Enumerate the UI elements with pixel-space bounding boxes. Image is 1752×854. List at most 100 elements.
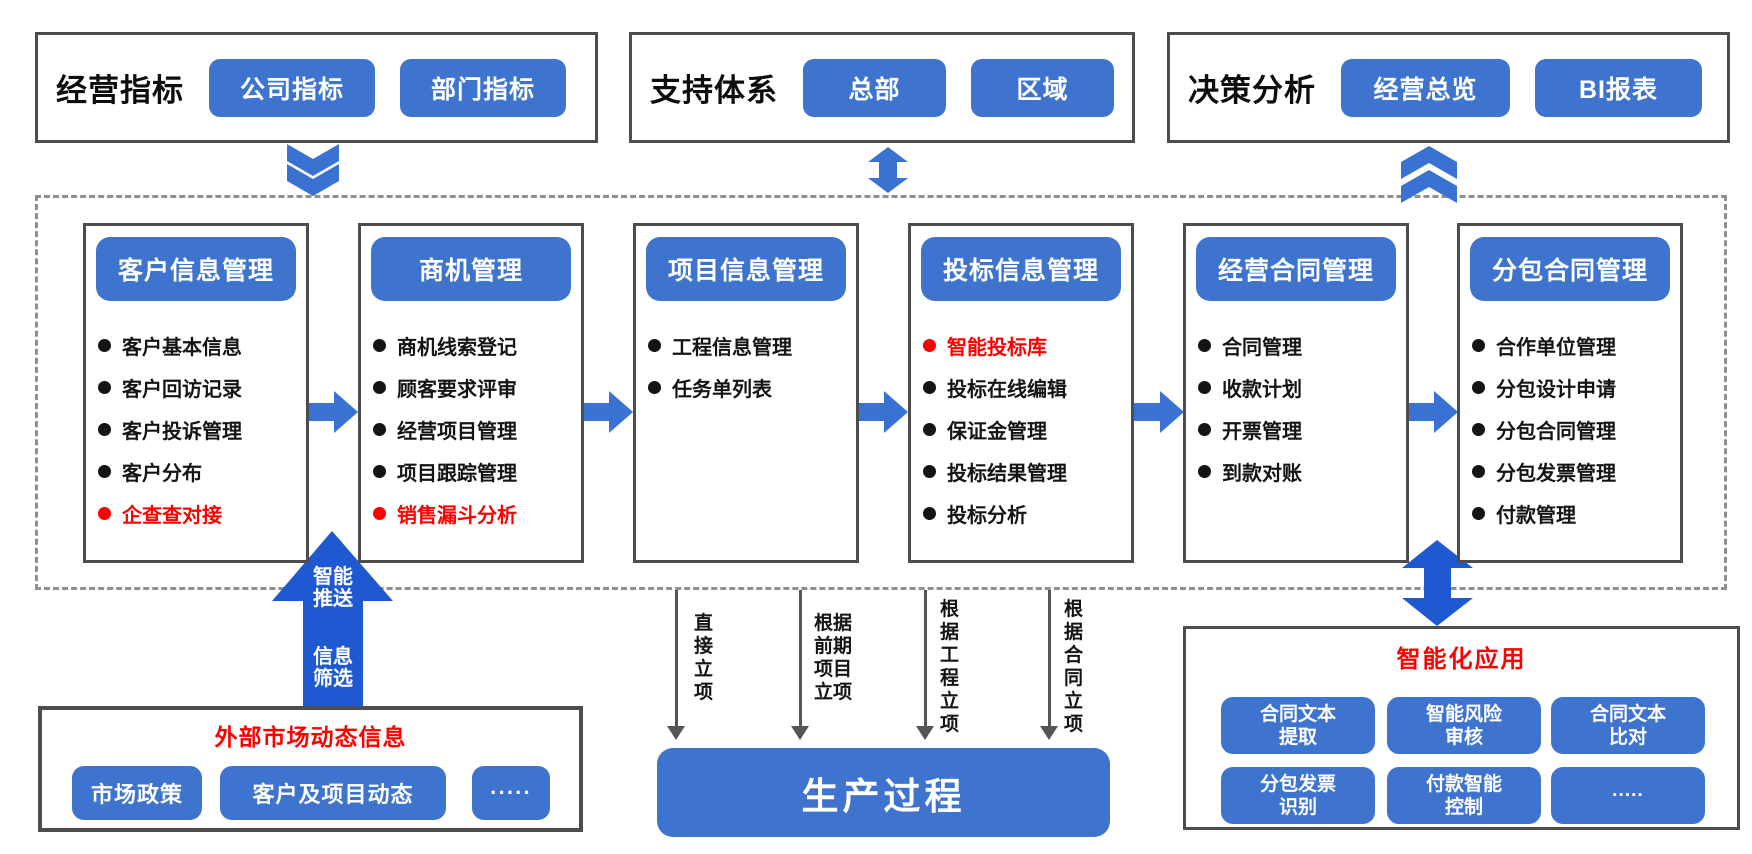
flow-right-arrow-icon <box>858 391 908 433</box>
button-contract-text-compare[interactable]: 合同文本 比对 <box>1551 697 1705 754</box>
button-line: 付款智能 <box>1425 773 1502 795</box>
panel-title: 支持体系 <box>650 73 778 108</box>
module-title: 投标信息管理 <box>921 237 1121 301</box>
button-line: ····· <box>1612 785 1644 806</box>
module-project-info: 项目信息管理 工程信息管理 任务单列表 <box>633 223 859 563</box>
module-item: 合同管理 <box>1198 324 1406 366</box>
button-region[interactable]: 区域 <box>971 58 1114 117</box>
module-item: 开票管理 <box>1198 408 1406 450</box>
core-process-container <box>35 195 1727 590</box>
bullet-icon <box>373 506 386 520</box>
flow-right-arrow-icon <box>583 391 633 433</box>
bullet-icon <box>1198 338 1211 352</box>
module-item: 付款管理 <box>1472 492 1680 534</box>
bullet-icon <box>923 464 936 478</box>
module-item: 分包合同管理 <box>1472 408 1680 450</box>
button-line: 合同文本 <box>1259 703 1336 725</box>
flow-right-arrow-icon <box>308 391 358 433</box>
module-business-contract: 经营合同管理 合同管理 收款计划 开票管理 到款对账 <box>1183 223 1409 563</box>
bullet-icon <box>1198 380 1211 394</box>
module-item: 经营项目管理 <box>373 408 581 450</box>
button-smart-payment-control[interactable]: 付款智能 控制 <box>1387 767 1541 824</box>
module-item: 客户分布 <box>98 450 306 492</box>
panel-support-system: 支持体系 总部 区域 <box>629 32 1135 143</box>
module-list: 智能投标库 投标在线编辑 保证金管理 投标结果管理 投标分析 <box>911 324 1131 534</box>
button-invoice-recognition[interactable]: 分包发票 识别 <box>1221 767 1375 824</box>
module-bidding-info: 投标信息管理 智能投标库 投标在线编辑 保证金管理 投标结果管理 投标分析 <box>908 223 1134 563</box>
bullet-icon <box>1198 422 1211 436</box>
updown-arrow-icon <box>868 147 908 193</box>
module-item: 客户基本信息 <box>98 324 306 366</box>
branch-label-contract: 根据合同立项 <box>1064 599 1084 735</box>
panel-business-indicators: 经营指标 公司指标 部门指标 <box>35 32 598 143</box>
push-arrow-label-bottom: 信息筛选 <box>313 646 353 690</box>
button-business-overview[interactable]: 经营总览 <box>1341 58 1510 117</box>
intelligent-apps-title: 智能化应用 <box>1396 646 1527 673</box>
module-list: 工程信息管理 任务单列表 <box>636 324 856 408</box>
module-title: 项目信息管理 <box>646 237 846 301</box>
button-smart-risk-review[interactable]: 智能风险 审核 <box>1387 697 1541 754</box>
module-item: 客户回访记录 <box>98 366 306 408</box>
bullet-icon <box>1198 464 1211 478</box>
button-more[interactable]: ····· <box>472 766 550 820</box>
bullet-icon <box>923 338 936 352</box>
bullet-icon <box>1472 464 1485 478</box>
module-item: 项目跟踪管理 <box>373 450 581 492</box>
module-item: 投标分析 <box>923 492 1131 534</box>
module-item: 保证金管理 <box>923 408 1131 450</box>
push-arrow-label-top: 智能推送 <box>313 566 353 610</box>
bullet-icon <box>923 380 936 394</box>
button-line: 分包发票 <box>1259 773 1336 795</box>
button-more[interactable]: ····· <box>1551 767 1705 824</box>
button-line: 合同文本 <box>1589 703 1666 725</box>
button-market-policy[interactable]: 市场政策 <box>72 766 202 820</box>
bullet-icon <box>373 380 386 394</box>
module-item-highlight: 企查查对接 <box>98 492 306 534</box>
panel-title: 决策分析 <box>1188 73 1316 108</box>
module-item: 商机线索登记 <box>373 324 581 366</box>
button-customer-project-news[interactable]: 客户及项目动态 <box>220 766 446 820</box>
bullet-icon <box>923 422 936 436</box>
bullet-icon <box>373 338 386 352</box>
module-item: 分包发票管理 <box>1472 450 1680 492</box>
external-market-title: 外部市场动态信息 <box>214 724 407 750</box>
panel-decision-analysis: 决策分析 经营总览 BI报表 <box>1167 32 1730 143</box>
module-list: 商机线索登记 顾客要求评审 经营项目管理 项目跟踪管理 销售漏斗分析 <box>361 324 581 534</box>
module-item-highlight: 销售漏斗分析 <box>373 492 581 534</box>
branch-label-direct: 直接立项 <box>694 613 714 703</box>
branch-arrow-engineering <box>916 590 934 740</box>
module-item: 收款计划 <box>1198 366 1406 408</box>
button-department-indicators[interactable]: 部门指标 <box>400 58 566 117</box>
bullet-icon <box>1472 506 1485 520</box>
production-process-box: 生产过程 <box>657 748 1110 837</box>
branch-arrow-early-project <box>791 590 809 740</box>
bullet-icon <box>98 464 111 478</box>
module-list: 合同管理 收款计划 开票管理 到款对账 <box>1186 324 1406 492</box>
module-title: 商机管理 <box>371 237 571 301</box>
bullet-icon <box>648 338 661 352</box>
flow-right-arrow-icon <box>1134 391 1184 433</box>
bullet-icon <box>373 422 386 436</box>
module-item: 到款对账 <box>1198 450 1406 492</box>
button-headquarters[interactable]: 总部 <box>803 58 946 117</box>
bullet-icon <box>373 464 386 478</box>
button-line: 提取 <box>1278 726 1317 748</box>
button-bi-report[interactable]: BI报表 <box>1535 58 1702 117</box>
module-list: 客户基本信息 客户回访记录 客户投诉管理 客户分布 企查查对接 <box>86 324 306 534</box>
button-line: 比对 <box>1608 726 1647 748</box>
branch-arrow-contract <box>1040 590 1058 740</box>
bullet-icon <box>98 380 111 394</box>
bullet-icon <box>648 380 661 394</box>
module-item: 任务单列表 <box>648 366 856 408</box>
flow-right-arrow-icon <box>1408 391 1458 433</box>
module-title: 分包合同管理 <box>1470 237 1670 301</box>
module-item: 投标在线编辑 <box>923 366 1131 408</box>
button-contract-text-extraction[interactable]: 合同文本 提取 <box>1221 697 1375 754</box>
button-company-indicators[interactable]: 公司指标 <box>209 58 375 117</box>
button-line: 智能风险 <box>1425 703 1502 725</box>
module-customer-info: 客户信息管理 客户基本信息 客户回访记录 客户投诉管理 客户分布 企查查对接 <box>83 223 309 563</box>
sync-updown-arrow-icon <box>1402 540 1473 626</box>
branch-label-engineering: 根据工程立项 <box>940 599 960 735</box>
bullet-icon <box>1472 380 1485 394</box>
